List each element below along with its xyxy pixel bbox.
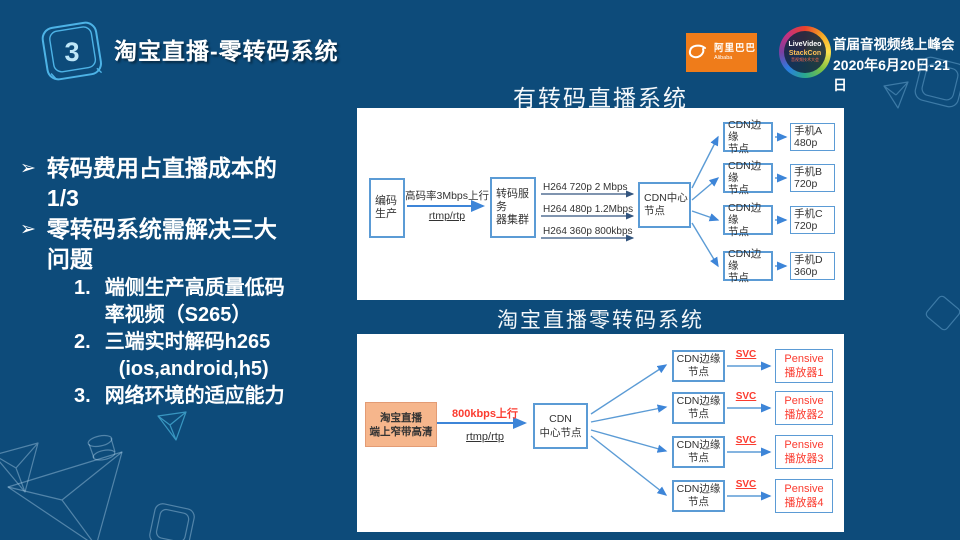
top-diagram-panel: 编码 生产 高码率3Mbps上行 rtmp/rtp 转码服务 器集群 H264 … (357, 108, 844, 300)
bullet-marker: ➢ (20, 158, 36, 179)
bullet-2-line-2: 问题 (46, 246, 93, 272)
numbered-1-line-1: 端侧生产高质量低码 (104, 277, 285, 299)
uplink-bitrate-label-bottom: 800kbps上行 (451, 408, 519, 420)
cdn-center-bottom-line1: CDN (549, 413, 572, 425)
numbered-2-line-1: 三端实时解码h265 (104, 331, 271, 353)
summit-date: 2020年6月20日-21日 (833, 57, 950, 93)
stream-label-720p: H264 720p 2 Mbps (543, 182, 628, 193)
uplink-protocol-label-bottom: rtmp/rtp (466, 431, 504, 443)
alibaba-logo-en: Alibaba (713, 54, 733, 61)
bullet-1-line-2: 1/3 (46, 185, 79, 211)
cdn-center-line1: CDN中心 (644, 192, 688, 204)
cdn-edge-box-b2: CDN边缘节点 (672, 392, 725, 424)
top-diagram-title: 有转码直播系统 (513, 86, 688, 111)
cdn-center-line2: 节点 (644, 205, 665, 217)
keycap-3-icon (41, 21, 103, 81)
encoder-box: 编码 生产 (369, 178, 405, 238)
taobao-live-source-box: 淘宝直播 端上窄带高清 (365, 402, 437, 447)
numbered-2-index: 2. (74, 331, 91, 353)
cdn-edge-box-b1: CDN边缘节点 (672, 350, 725, 382)
encoder-line1: 编码 (375, 195, 397, 207)
numbered-3-index: 3. (74, 385, 91, 407)
numbered-item-2: 2. 三端实时解码h265 (ios,android,h5) (74, 329, 355, 383)
cdn-edge-box-4: CDN边缘节点 (723, 248, 773, 284)
conference-logo-line1: LiveVideo (788, 41, 822, 49)
page-title: 淘宝直播-零转码系统 (114, 38, 339, 64)
source-line1: 淘宝直播 (380, 411, 422, 424)
numbered-3-line-1: 网络环境的适应能力 (104, 385, 285, 407)
numbered-1-index: 1. (74, 277, 91, 299)
numbered-item-3: 3. 网络环境的适应能力 (74, 383, 355, 410)
cdn-edge-box-1: CDN边缘节点 (723, 119, 773, 155)
bullet-2-line-1: 零转码系统需解决三大 (46, 216, 277, 242)
encoder-line2: 生产 (375, 208, 397, 220)
summit-title-block: 首届音视频线上峰会 2020年6月20日-21日 (833, 35, 960, 95)
numbered-2-line-2: (ios,android,h5) (118, 358, 269, 380)
alibaba-logo: 阿里巴巴 Alibaba (686, 33, 757, 72)
alibaba-smile-icon (688, 44, 706, 58)
numbered-list: 1. 端侧生产高质量低码 率视频（S265） 2. 三端实时解码h265 (io… (20, 275, 355, 410)
cdn-edge-box-b4: CDN边缘节点 (672, 480, 725, 512)
transcoder-line2: 器集群 (496, 214, 529, 226)
svc-label-2: SVC (735, 391, 757, 402)
uplink-bitrate-label: 高码率3Mbps上行 (405, 190, 490, 202)
bullet-marker: ➢ (20, 219, 36, 240)
stream-label-360p: H264 360p 800kbps (543, 226, 633, 237)
stream-label-480p: H264 480p 1.2Mbps (543, 204, 634, 215)
cdn-edge-box-b3: CDN边缘节点 (672, 436, 725, 468)
bullet-item-1: ➢ 转码费用占直播成本的 1/3 (20, 153, 355, 213)
cdn-edge-box-3: CDN边缘节点 (723, 202, 773, 238)
transcoder-box: 转码服务 器集群 (490, 177, 536, 238)
livevideostackcon-logo: LiveVideo StackCon 音视频技术大会 (779, 26, 831, 78)
bottom-diagram-panel: 淘宝直播 端上窄带高清 800kbps上行 rtmp/rtp CDN 中心节点 … (357, 334, 844, 532)
source-line2: 端上窄带高清 (369, 425, 433, 438)
alibaba-logo-cn: 阿里巴巴 (713, 43, 756, 54)
bullet-list: ➢ 转码费用占直播成本的 1/3 ➢ 零转码系统需解决三大 问题 1. 端侧生产… (20, 153, 355, 410)
summit-title: 首届音视频线上峰会 (833, 37, 955, 52)
bullet-item-2: ➢ 零转码系统需解决三大 问题 (20, 214, 355, 274)
cdn-center-box-bottom: CDN 中心节点 (533, 403, 588, 449)
svc-label-1: SVC (735, 349, 757, 360)
cdn-edge-box-2: CDN边缘节点 (723, 160, 773, 196)
conference-logo-line2: StackCon (788, 49, 822, 57)
conference-logo-line3: 音视频技术大会 (791, 56, 819, 62)
slide-number: 3 (64, 36, 80, 67)
bottom-diagram-title: 淘宝直播零转码系统 (497, 308, 704, 332)
uplink-protocol-label: rtmp/rtp (428, 210, 466, 222)
cdn-center-bottom-line2: 中心节点 (539, 427, 582, 439)
cdn-center-box: CDN中心 节点 (638, 182, 691, 228)
bullet-1-line-1: 转码费用占直播成本的 (46, 155, 277, 181)
svc-label-4: SVC (735, 479, 757, 490)
transcoder-line1: 转码服务 (496, 188, 529, 213)
numbered-1-line-2: 率视频（S265） (104, 304, 252, 326)
svc-label-3: SVC (735, 435, 757, 446)
bottom-diagram-connectors (437, 361, 772, 501)
top-diagram-connectors (407, 132, 788, 271)
numbered-item-1: 1. 端侧生产高质量低码 率视频（S265） (74, 275, 355, 329)
